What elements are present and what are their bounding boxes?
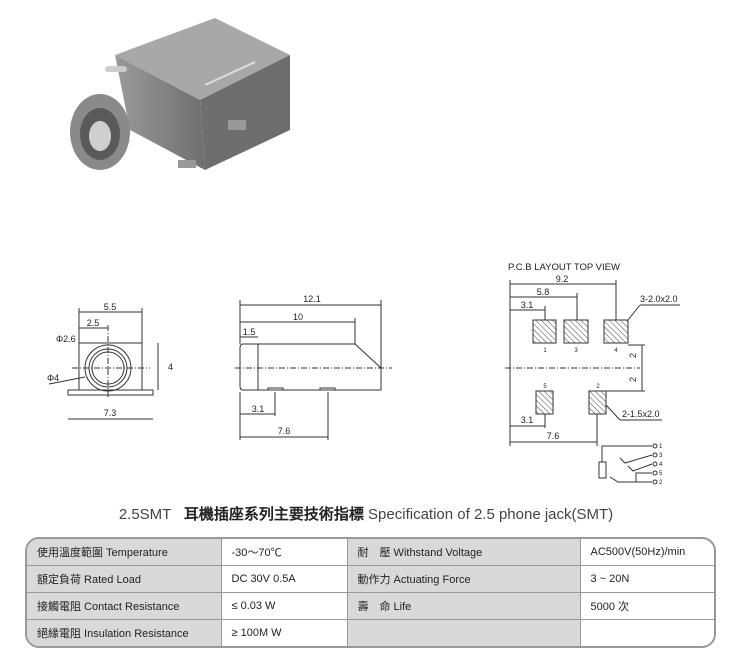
spec-value: DC 30V 0.5A [220, 565, 348, 593]
dim-10: 10 [293, 312, 303, 322]
product-photo [70, 18, 290, 170]
technical-drawings: 5.5 2.5 Φ2.6 Φ4 4 7.3 12.1 10 1.5 3.1 7.… [47, 18, 680, 486]
spec-title: 2.5SMT 耳機插座系列主要技術指標 Specification of 2.5… [0, 503, 732, 524]
spec-title-en: Specification of 2.5 phone jack(SMT) [368, 506, 614, 523]
pad-note-small: 2-1.5x2.0 [622, 409, 660, 419]
dim-7-6: 7.6 [278, 426, 291, 436]
spec-value: 3 ~ 20N [579, 565, 714, 593]
dim-3-1-bottom: 3.1 [521, 415, 534, 425]
spec-value: ≤ 0.03 W [220, 592, 348, 620]
table-row: 絕緣電阻 Insulation Resistance ≥ 100M W [27, 619, 714, 646]
schematic-pin: 3 [659, 453, 663, 459]
spec-value: -30～70℃ [220, 539, 348, 566]
schematic-pin: 2 [659, 480, 663, 486]
spec-label: 壽 命 Life [346, 592, 581, 620]
side-view-drawing [235, 300, 392, 440]
spec-label: 使用溫度範圍 Temperature [27, 539, 222, 566]
dim-5-8: 5.8 [537, 287, 550, 297]
table-row: 使用溫度範圍 Temperature -30～70℃ 耐 壓 Withstand… [27, 539, 714, 566]
spec-label: 動作力 Actuating Force [346, 565, 581, 593]
pcb-layout-drawing [505, 280, 680, 485]
pad-number: 3 [574, 348, 578, 354]
dim-2-5: 2.5 [87, 318, 100, 328]
schematic-pin: 5 [659, 471, 663, 477]
spec-value: ≥ 100M W [220, 619, 348, 646]
spec-value: AC500V(50Hz)/min [579, 539, 714, 566]
dim-1-5: 1.5 [243, 327, 256, 337]
schematic-pin: 4 [659, 462, 663, 468]
spec-title-zh: 耳機插座系列主要技術指標 [183, 506, 364, 523]
dim-9-2: 9.2 [556, 274, 569, 284]
spec-table: 使用溫度範圍 Temperature -30～70℃ 耐 壓 Withstand… [25, 537, 716, 648]
pad-number: 2 [596, 384, 600, 390]
dim-3-1-top: 3.1 [521, 300, 534, 310]
schematic-pin: 1 [659, 444, 663, 450]
dim-phi-2-6: Φ2.6 [56, 334, 76, 344]
dim-2-lower: 2 [628, 377, 638, 382]
pad-number: 1 [543, 348, 547, 354]
pad-note-large: 3-2.0x2.0 [640, 294, 678, 304]
spec-label: 接觸電阻 Contact Resistance [27, 592, 222, 620]
dim-4: 4 [168, 362, 173, 372]
spec-value: 5000 次 [579, 592, 714, 620]
spec-value [579, 619, 714, 646]
pad-number: 5 [543, 384, 547, 390]
dim-phi-4: Φ4 [47, 373, 59, 383]
spec-label: 額定負荷 Rated Load [27, 565, 222, 593]
dim-7-6-pcb: 7.6 [547, 431, 560, 441]
dim-2-upper: 2 [628, 353, 638, 358]
spec-title-model: 2.5SMT [118, 506, 172, 523]
front-view-drawing [48, 308, 159, 420]
pcb-layout-title: P.C.B LAYOUT TOP VIEW [508, 262, 620, 273]
dim-12-1: 12.1 [303, 294, 321, 304]
table-row: 額定負荷 Rated Load DC 30V 0.5A 動作力 Actuatin… [27, 565, 714, 593]
dim-5-5: 5.5 [104, 302, 117, 312]
table-row: 接觸電阻 Contact Resistance ≤ 0.03 W 壽 命 Lif… [27, 592, 714, 620]
spec-label: 絕緣電阻 Insulation Resistance [27, 619, 222, 646]
spec-label: 耐 壓 Withstand Voltage [346, 539, 581, 566]
dim-7-3: 7.3 [104, 408, 117, 418]
spec-label [346, 619, 581, 646]
pad-number: 4 [614, 348, 618, 354]
dim-3-1: 3.1 [252, 404, 265, 414]
